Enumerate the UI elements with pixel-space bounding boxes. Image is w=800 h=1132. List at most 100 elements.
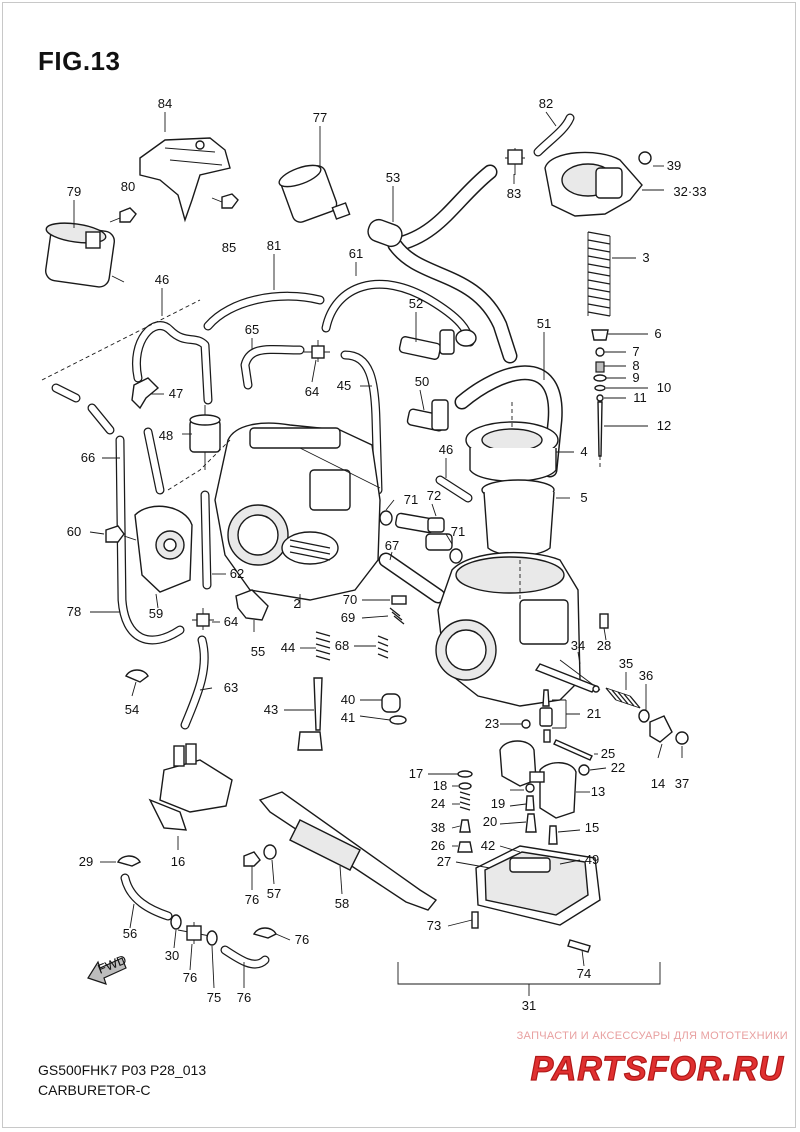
callout-77: 77 (313, 110, 327, 125)
callout-26: 26 (431, 838, 445, 853)
assembly-dash-lines (41, 299, 601, 600)
callout-50: 50 (415, 374, 429, 389)
hose-82 (533, 113, 575, 157)
washer-58 (263, 844, 277, 860)
screw-28 (599, 613, 609, 629)
callout-64: 64 (305, 384, 319, 399)
callout-10: 10 (657, 380, 671, 395)
callout-31: 31 (522, 998, 536, 1013)
callout-25: 25 (601, 746, 615, 761)
forward-direction-arrow: FWD (87, 952, 129, 985)
callout-76: 76 (237, 990, 251, 1005)
callout-30: 30 (165, 948, 179, 963)
hose-74 (220, 945, 270, 969)
hose-46-lower (51, 383, 165, 495)
callout-73: 73 (427, 918, 441, 933)
callout-72: 72 (427, 488, 441, 503)
callout-66: 66 (81, 450, 95, 465)
callout-61: 61 (349, 246, 363, 261)
callout-53: 53 (386, 170, 400, 185)
callout-47: 47 (169, 386, 183, 401)
callout-18: 18 (433, 778, 447, 793)
screw-30 (471, 911, 479, 929)
callout-39: 39 (667, 158, 681, 173)
callout-60: 60 (67, 524, 81, 539)
callout-80: 80 (121, 179, 135, 194)
callout-76: 76 (183, 970, 197, 985)
callout-67: 67 (385, 538, 399, 553)
callout-27: 27 (437, 854, 451, 869)
callout-82: 82 (539, 96, 553, 111)
callout-2: 2 (293, 596, 300, 611)
callout-24: 24 (431, 796, 445, 811)
bolt-80 (109, 207, 137, 223)
callout-3: 3 (642, 250, 649, 265)
screw-43 (297, 677, 323, 751)
joint-64-lower (192, 608, 214, 630)
callout-38: 38 (431, 820, 445, 835)
callout-65: 65 (245, 322, 259, 337)
hose-61 (321, 279, 475, 347)
callout-63: 63 (224, 680, 238, 695)
callout-71: 71 (451, 524, 465, 539)
callout-29: 29 (79, 854, 93, 869)
bolt-39 (638, 151, 652, 165)
callout-68: 68 (335, 638, 349, 653)
hose-67 (378, 552, 446, 604)
callout-46: 46 (439, 442, 453, 457)
callout-8: 8 (632, 358, 639, 373)
callout-62: 62 (230, 566, 244, 581)
callout-71: 71 (404, 492, 418, 507)
hose-81 (203, 291, 325, 331)
callout-48: 48 (159, 428, 173, 443)
callout-59: 59 (149, 606, 163, 621)
spring-3 (587, 231, 611, 317)
callout-4: 4 (580, 444, 587, 459)
callout-14: 14 (651, 776, 665, 791)
canister-79 (45, 222, 125, 288)
shaft-34 (534, 663, 600, 693)
hose-65 (240, 344, 305, 390)
clips-76 (116, 855, 277, 946)
hose-53 (367, 164, 518, 364)
bolt-85 (211, 193, 239, 209)
spring-68 (377, 635, 389, 659)
callout-5: 5 (580, 490, 587, 505)
callout-51: 51 (537, 316, 551, 331)
callout-52: 52 (409, 296, 423, 311)
screw-23 (521, 719, 531, 729)
callout-42: 42 (481, 838, 495, 853)
watermark-caption: ЗАПЧАСТИ И АКСЕССУАРЫ ДЛЯ МОТОТЕХНИКИ (516, 1030, 788, 1042)
callout-55: 55 (251, 644, 265, 659)
callout-83: 83 (507, 186, 521, 201)
needle-valve-21 (539, 689, 553, 743)
watermark-logo: PARTSFOR.RU (530, 1049, 784, 1088)
figure-title: FIG.13 (38, 46, 121, 76)
tee-75 (177, 922, 211, 944)
callout-34: 34 (571, 638, 585, 653)
ring-41 (389, 715, 407, 725)
callout-36: 36 (639, 668, 653, 683)
valve-49 (148, 743, 233, 831)
callout-69: 69 (341, 610, 355, 625)
callout-28: 28 (597, 638, 611, 653)
callout-40: 40 (341, 692, 355, 707)
jet-stack (457, 770, 558, 853)
fitting-71-72 (379, 510, 463, 564)
cap-38 (675, 731, 689, 745)
pin-25 (553, 739, 593, 761)
callout-13: 13 (591, 784, 605, 799)
hose-63 (180, 635, 209, 730)
callout-12: 12 (657, 418, 671, 433)
callout-76: 76 (245, 892, 259, 907)
callout-43: 43 (264, 702, 278, 717)
screw-22 (578, 764, 590, 776)
needle-stack (591, 329, 609, 457)
callout-15: 15 (585, 820, 599, 835)
hose-73 (120, 873, 173, 921)
callout-84: 84 (158, 96, 172, 111)
callout-41: 41 (341, 710, 355, 725)
hose-45 (340, 350, 383, 495)
top-cap-32-33 (544, 151, 643, 217)
